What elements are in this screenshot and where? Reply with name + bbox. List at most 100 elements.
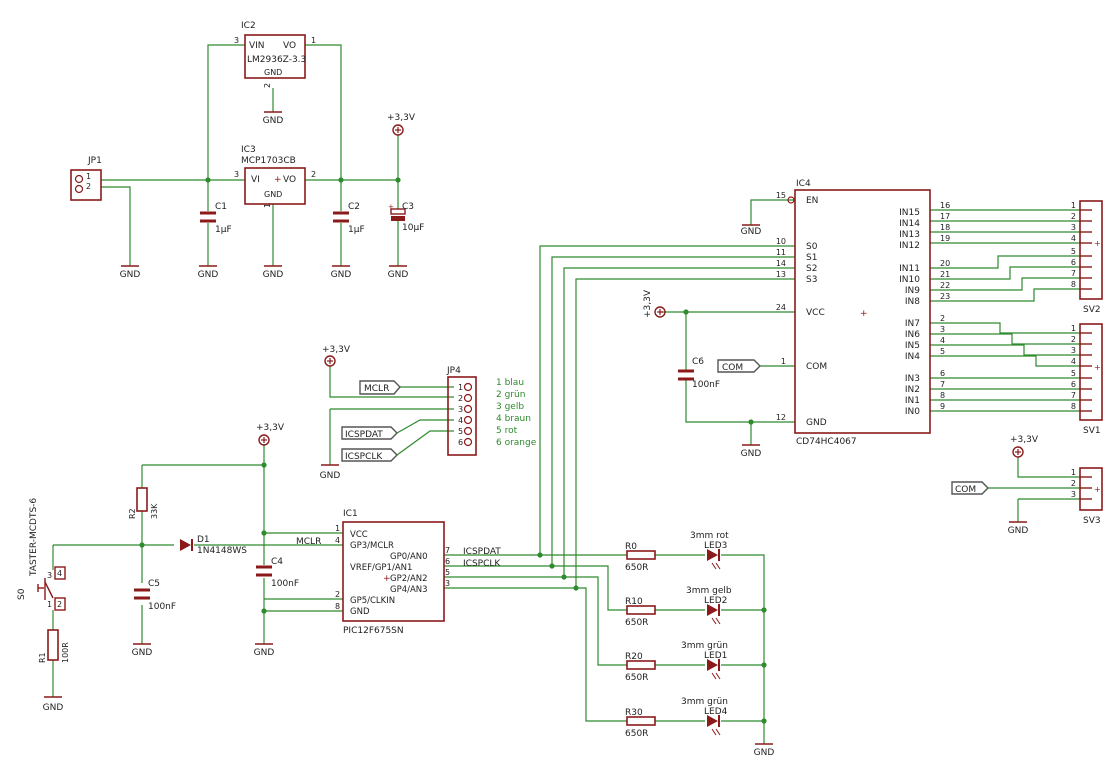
r2-name: R2 bbox=[128, 508, 137, 519]
ic4-rnum: 9 bbox=[940, 402, 945, 411]
jp4-pin: 5 bbox=[458, 427, 463, 436]
s0-pin3: 3 bbox=[47, 571, 52, 580]
ic4-rnum: 19 bbox=[940, 234, 950, 243]
jp4-legend: 2 grün bbox=[496, 390, 525, 400]
ic4-num: 11 bbox=[776, 248, 786, 257]
led-row-0: R0 650R 3mm rot LED3 bbox=[625, 531, 729, 573]
ic4-num: 24 bbox=[776, 303, 786, 312]
flag-icspclk: ICSPCLK bbox=[345, 452, 383, 462]
c3-electrolytic: + bbox=[388, 203, 406, 221]
ic4-rnum: 22 bbox=[940, 281, 950, 290]
ic4-rnum: 3 bbox=[940, 325, 945, 334]
ic4-num: 10 bbox=[776, 237, 786, 246]
ic4-num: 1 bbox=[781, 357, 786, 366]
sv2-pin: 5 bbox=[1071, 247, 1076, 256]
ic4-rnum: 20 bbox=[940, 259, 950, 268]
ic3-name: IC3 bbox=[241, 145, 256, 155]
ic1-num: 2 bbox=[335, 590, 340, 599]
sv1-pin: 6 bbox=[1071, 380, 1076, 389]
led-row-2: R20 650R 3mm grün LED1 bbox=[625, 641, 728, 683]
ic4-num: 13 bbox=[776, 270, 786, 279]
net-flags: MCLR ICSPDAT ICSPCLK COM COM bbox=[341, 359, 989, 495]
ic1-pin-gp2: GP2/AN2 bbox=[390, 574, 428, 584]
ic4-rnum: 18 bbox=[940, 223, 950, 232]
r0-value: 650R bbox=[625, 563, 648, 573]
s0-pin4: 4 bbox=[57, 569, 62, 578]
gnd-label: GND bbox=[741, 227, 762, 237]
sv2-pin: 1 bbox=[1071, 201, 1076, 210]
ic4-rnum: 23 bbox=[940, 292, 950, 301]
ic4-in: IN8 bbox=[905, 297, 920, 307]
jp4-pin: 4 bbox=[458, 416, 463, 425]
ic4-in: IN14 bbox=[899, 219, 920, 229]
sv2-pin: 6 bbox=[1071, 258, 1076, 267]
r0-name: R0 bbox=[625, 542, 637, 552]
flag-icspdat: ICSPDAT bbox=[345, 430, 383, 440]
c4-name: C4 bbox=[271, 557, 283, 567]
ic4-in: IN1 bbox=[905, 396, 920, 406]
sv3-pin: 2 bbox=[1071, 479, 1076, 488]
jp4-legend: 1 blau bbox=[496, 378, 524, 388]
ic4-name: IC4 bbox=[796, 179, 811, 189]
r2-value: 33K bbox=[150, 503, 159, 519]
r20-name: R20 bbox=[625, 652, 643, 662]
gnd-label: GND bbox=[741, 449, 762, 459]
jp4-pin: 2 bbox=[458, 394, 463, 403]
ic4-pin-s0: S0 bbox=[806, 242, 818, 252]
ic3-pin-in: 3 bbox=[234, 170, 239, 179]
ic4-pin-s2: S2 bbox=[806, 264, 817, 274]
ic4-rnum: 8 bbox=[940, 391, 945, 400]
net-mclr: MCLR bbox=[296, 537, 321, 547]
ic2-pin-out: 1 bbox=[311, 36, 316, 45]
gnd-symbols bbox=[43, 111, 1028, 745]
ic4-num: 14 bbox=[776, 259, 786, 268]
ic4-rnum: 5 bbox=[940, 347, 945, 356]
ic2-name: IC2 bbox=[241, 21, 256, 31]
sv1-pin: 7 bbox=[1071, 391, 1076, 400]
svg-text:+: + bbox=[388, 203, 394, 211]
ic4-rnum: 21 bbox=[940, 270, 950, 279]
c6-name: C6 bbox=[692, 357, 704, 367]
led4-value: 3mm grün bbox=[681, 697, 728, 707]
gnd-label: GND bbox=[388, 270, 409, 280]
c6-value: 100nF bbox=[692, 380, 720, 390]
ic4-num: 12 bbox=[776, 413, 786, 422]
c1-value: 1µF bbox=[215, 225, 232, 235]
ic4-pin-s1: S1 bbox=[806, 253, 817, 263]
gnd-label: GND bbox=[132, 648, 153, 658]
led4-name: LED4 bbox=[704, 707, 728, 717]
ic3-pin-gnd: 1 bbox=[263, 203, 272, 208]
ic2-pin-in: 3 bbox=[234, 36, 239, 45]
ic4-in: IN6 bbox=[905, 330, 920, 340]
jp4-pin: 6 bbox=[458, 438, 463, 447]
jp4-header: JP4 1 2 3 4 5 6 1 blau 2 grün 3 gelb 4 b… bbox=[446, 366, 537, 456]
ic4-pin-s3: S3 bbox=[806, 275, 817, 285]
led1-name: LED1 bbox=[704, 651, 727, 661]
jp4-legend: 5 rot bbox=[496, 426, 518, 436]
wires bbox=[52, 44, 1080, 744]
sv1-pin: 4 bbox=[1071, 357, 1076, 366]
ic1-pin-vcc: VCC bbox=[350, 530, 368, 540]
sv2-pin: 3 bbox=[1071, 223, 1076, 232]
s0-pin1: 1 bbox=[47, 600, 52, 609]
sv2-pin: 2 bbox=[1071, 212, 1076, 221]
jp4-name: JP4 bbox=[446, 366, 461, 376]
ic3-pin-out: 2 bbox=[311, 170, 316, 179]
ic1-value: PIC12F675SN bbox=[343, 626, 404, 636]
gnd-label: GND bbox=[331, 270, 352, 280]
ic4-pin-com: COM bbox=[806, 362, 827, 372]
c2-name: C2 bbox=[348, 202, 360, 212]
flag-com-ic4: COM bbox=[722, 363, 743, 373]
sv3-name: SV3 bbox=[1083, 516, 1101, 526]
ic1-num: 6 bbox=[445, 557, 450, 566]
r20-value: 650R bbox=[625, 673, 648, 683]
ic4-value: CD74HC4067 bbox=[796, 437, 857, 447]
svg-text:+: + bbox=[1094, 485, 1101, 494]
r30-name: R30 bbox=[625, 708, 643, 718]
sv1-pin: 8 bbox=[1071, 402, 1076, 411]
supply-label: +3,3V bbox=[256, 423, 285, 433]
ic1-name: IC1 bbox=[343, 509, 358, 519]
s0-value: TASTER-MCDTS-6 bbox=[29, 498, 39, 577]
led2-value: 3mm gelb bbox=[686, 586, 732, 596]
flag-com-sv3: COM bbox=[955, 485, 976, 495]
